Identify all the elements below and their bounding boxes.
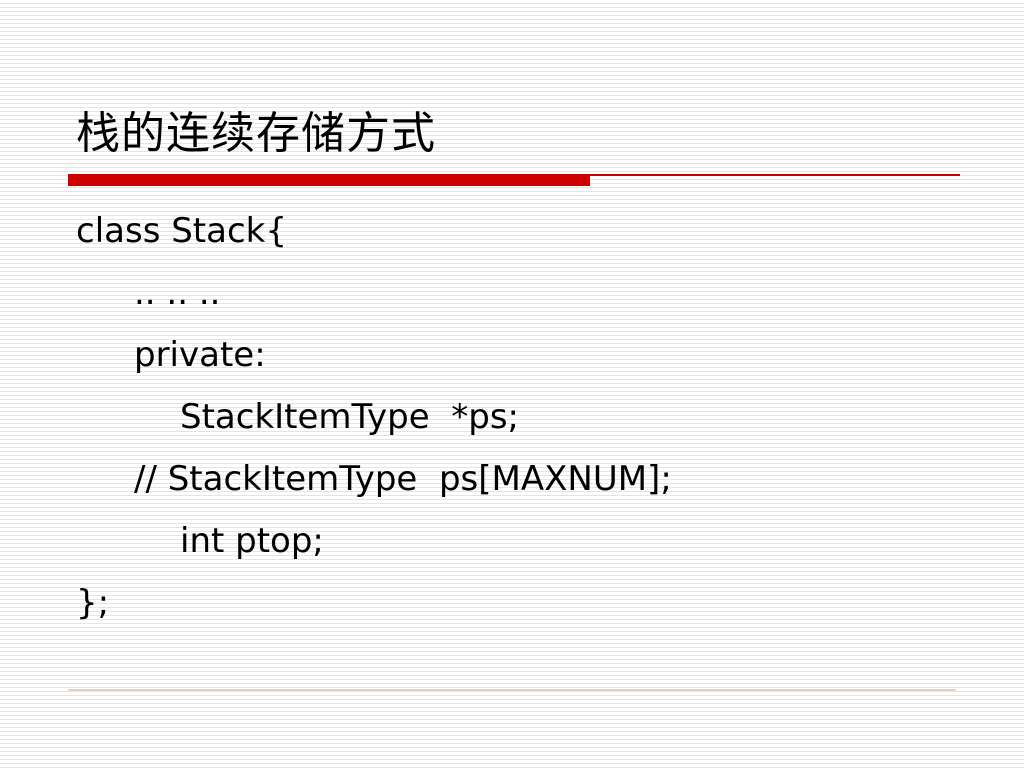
code-line-array-comment: // StackItemType ps[MAXNUM]; (134, 459, 672, 499)
code-line-private: private: (134, 335, 266, 375)
code-line-class-end: }; (76, 583, 110, 623)
footer-divider-line (68, 689, 956, 691)
code-line-pointer-member: StackItemType *ps; (180, 397, 519, 437)
code-block: class Stack{ .. .. .. private: StackItem… (76, 200, 672, 634)
code-line-ellipsis: .. .. .. (134, 273, 221, 313)
title-accent-bar (68, 174, 590, 186)
title-divider-line (590, 174, 960, 176)
code-line-ptop-member: int ptop; (180, 521, 324, 561)
slide-title: 栈的连续存储方式 (76, 108, 436, 159)
code-line-class-declaration: class Stack{ (76, 211, 287, 251)
